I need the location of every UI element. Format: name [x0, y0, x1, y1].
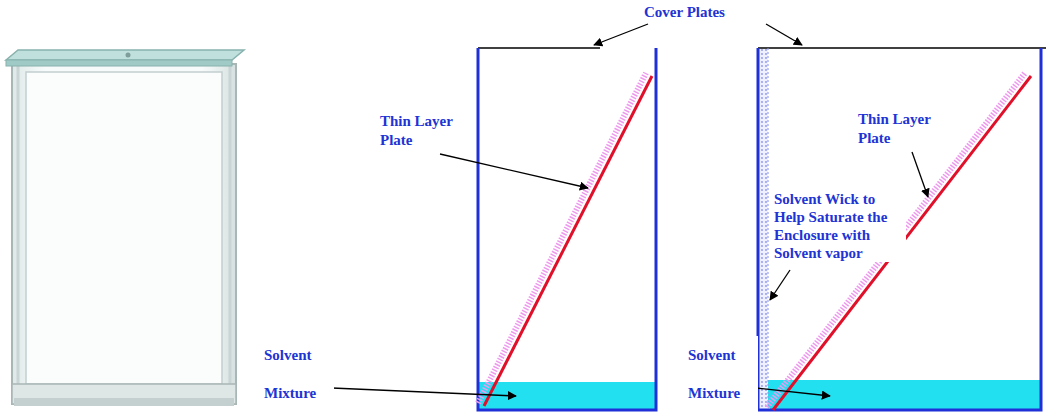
chamber-lid [6, 50, 244, 60]
callout-label: Thin Layer Plate [856, 110, 948, 148]
leader-lines [332, 24, 928, 396]
leader-arrow [594, 24, 648, 45]
cover-plate [478, 47, 600, 49]
callout-label: Solvent Mixture [262, 336, 334, 412]
leader-arrow [770, 270, 790, 300]
chamber-base-shadow [14, 398, 234, 406]
wick-edge [768, 48, 769, 409]
glass-edge [229, 66, 232, 402]
solvent-pool [759, 380, 1040, 409]
callout-label: Thin Layer Plate [378, 112, 470, 150]
leader-arrow [440, 154, 588, 188]
callout-label: Solvent Wick to Help Saturate the Enclos… [772, 190, 906, 262]
chamber-schematic [758, 48, 1046, 410]
chamber-schematic [478, 48, 656, 410]
glass-edge [17, 66, 20, 402]
glass-chamber-photo [6, 50, 244, 406]
adsorbent-layer [478, 73, 646, 403]
chamber-inner-wall [26, 72, 222, 384]
callout-label: Cover Plates [642, 3, 776, 21]
adsorbent-layer [767, 73, 1025, 407]
leader-arrow [756, 388, 830, 396]
chamber-wall [758, 48, 1041, 410]
lid-hole [126, 53, 131, 58]
solvent-wick [759, 49, 768, 409]
chamber-wall [478, 48, 656, 410]
callout-label: Solvent Mixture [686, 336, 758, 412]
cover-plate [758, 47, 1046, 49]
leader-arrow [912, 152, 928, 197]
chamber-lid-edge [6, 60, 232, 66]
chamber-body [12, 64, 236, 404]
thin-layer-plate [773, 76, 1031, 410]
thin-layer-plate [484, 76, 652, 406]
leader-arrow [332, 388, 516, 396]
leader-arrow [766, 24, 802, 45]
